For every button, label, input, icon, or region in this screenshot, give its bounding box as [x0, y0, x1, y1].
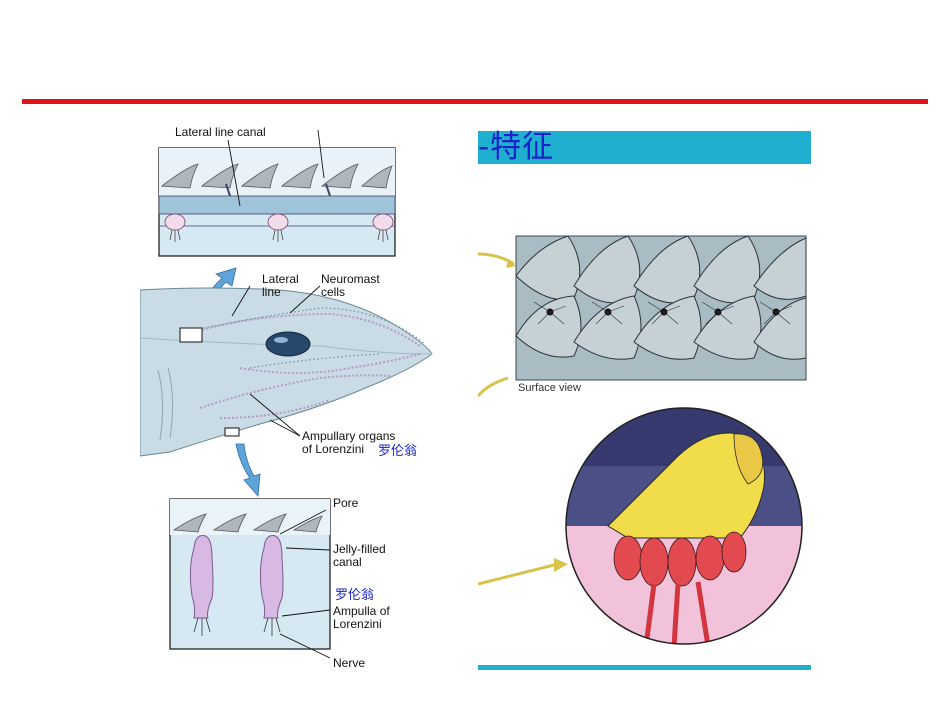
header-divider: [22, 99, 928, 104]
down-arrow: [235, 443, 261, 497]
nerve-label: Nerve: [333, 656, 366, 670]
lateral-line-canal-label: Lateral line canal: [175, 125, 266, 139]
surface-view-label: Surface view: [518, 382, 581, 394]
scale-surface-panel: [515, 235, 807, 381]
neuromast-cells-label: Neuromast cells: [321, 272, 380, 299]
skin-figure: [478, 235, 807, 645]
neuromast-detail: [565, 407, 803, 645]
ampulla-label: Ampulla of Lorenzini: [333, 604, 390, 631]
jelly-canal-label: Jelly-filled canal: [333, 542, 386, 569]
ampullary-organs-label: Ampullary organs of Lorenzini: [302, 429, 396, 456]
banner-title: -特征: [478, 129, 555, 165]
ampulla-cn-label: 罗伦翁: [335, 588, 375, 603]
surface-arrow: [478, 252, 515, 266]
lateral-line-canal-panel: [158, 129, 396, 257]
lateral-line-label: Lateral line: [262, 272, 299, 299]
shark-head: [140, 285, 433, 457]
bottom-accent-bar: [478, 665, 811, 670]
lateral-line-figure: [140, 129, 433, 659]
title-banner: -特征: [478, 129, 811, 165]
ampullary-cn-label: 罗伦翁: [378, 444, 418, 459]
neuromast-arrow: [478, 562, 559, 586]
pore-label: Pore: [333, 496, 359, 510]
ampullae-panel: [169, 498, 331, 659]
